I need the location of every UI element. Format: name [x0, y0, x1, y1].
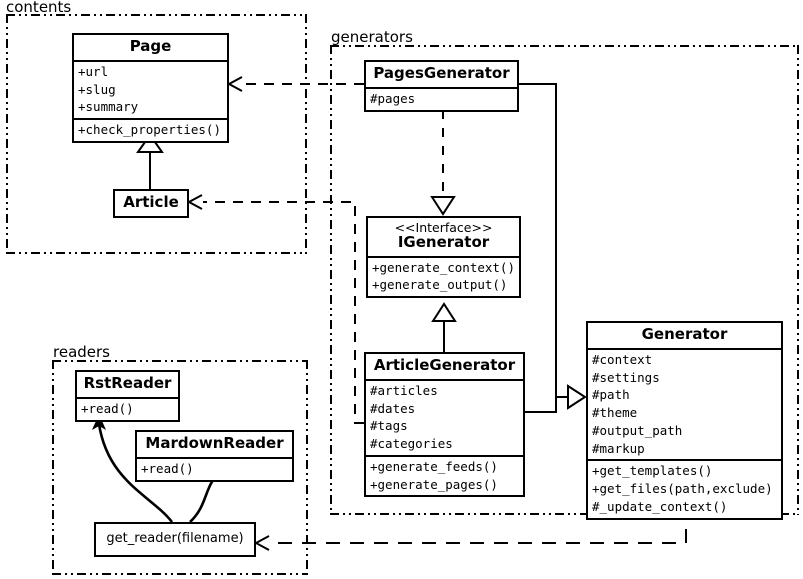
class-box-rst-reader[interactable]: RstReader +read(): [75, 370, 180, 422]
attribute-row: #path: [592, 387, 630, 403]
attribute-row: +url: [78, 63, 109, 79]
method-row: +generate_feeds(): [370, 458, 498, 474]
attribute-row: #dates: [370, 400, 416, 416]
methods-compartment-article-generator: +generate_feeds() +generate_pages(): [366, 454, 523, 496]
attributes-compartment-pages-generator: #pages: [366, 86, 517, 110]
class-box-pages-generator[interactable]: PagesGenerator #pages: [364, 60, 519, 112]
class-box-page[interactable]: Page +url +slug +summary +check_properti…: [72, 33, 229, 143]
class-name-mardown-reader: MardownReader: [145, 434, 284, 452]
class-name-rst-reader: RstReader: [83, 374, 172, 392]
class-box-generator[interactable]: Generator #context #settings #path #them…: [586, 321, 783, 520]
method-row: +get_templates(): [592, 463, 713, 479]
attributes-compartment-article-generator: #articles #dates #tags #categories: [366, 378, 523, 455]
method-row: +read(): [81, 400, 134, 416]
methods-compartment-page: +check_properties(): [74, 118, 227, 141]
package-label-contents: contents: [6, 0, 72, 16]
attribute-row: +summary: [78, 99, 139, 115]
class-stereotype-igenerator: <<Interface>>: [394, 220, 493, 235]
class-box-mardown-reader[interactable]: MardownReader +read(): [135, 430, 294, 482]
attribute-row: #tags: [370, 418, 408, 434]
attribute-row: +slug: [78, 81, 116, 97]
method-row: +get_files(path,exclude): [592, 481, 773, 496]
attribute-row: #output_path: [592, 422, 683, 438]
attributes-compartment-page: +url +slug +summary: [74, 59, 227, 118]
method-row: +generate_pages(): [370, 476, 498, 492]
attribute-row: #categories: [370, 436, 453, 451]
class-name-igenerator: IGenerator: [397, 232, 490, 251]
method-row: #_update_context(): [592, 498, 728, 514]
class-box-igenerator[interactable]: <<Interface>> IGenerator +generate_conte…: [366, 216, 521, 298]
method-row: +generate_context(): [372, 259, 515, 275]
method-row: +check_properties(): [78, 122, 221, 137]
class-name-pages-generator: PagesGenerator: [373, 64, 510, 82]
class-name-article-generator: ArticleGenerator: [373, 356, 516, 374]
attribute-row: #theme: [592, 405, 638, 420]
method-row: +read(): [141, 460, 194, 476]
methods-compartment-generator: +get_templates() +get_files(path,exclude…: [588, 459, 781, 517]
attribute-row: #pages: [370, 90, 416, 106]
methods-compartment-rst-reader: +read(): [77, 396, 178, 420]
class-box-article-generator[interactable]: ArticleGenerator #articles #dates #tags …: [364, 352, 525, 498]
attribute-row: #context: [592, 351, 653, 367]
attributes-compartment-generator: #context #settings #path #theme #output_…: [588, 347, 781, 460]
package-label-generators: generators: [331, 28, 413, 46]
class-name-page: Page: [129, 37, 172, 55]
class-name-article: Article: [123, 193, 179, 211]
attribute-row: #markup: [592, 440, 645, 456]
function-box-get-reader[interactable]: get_reader(filename): [94, 522, 256, 557]
methods-compartment-mardown-reader: +read(): [137, 456, 292, 480]
class-box-article[interactable]: Article: [113, 189, 189, 218]
method-row: +generate_output(): [372, 277, 508, 293]
methods-compartment-igenerator: +generate_context() +generate_output(): [368, 255, 519, 297]
package-label-readers: readers: [53, 343, 110, 361]
attribute-row: #settings: [592, 369, 660, 385]
class-name-generator: Generator: [641, 325, 728, 343]
attribute-row: #articles: [370, 382, 438, 398]
function-label-get-reader: get_reader(filename): [106, 531, 244, 546]
